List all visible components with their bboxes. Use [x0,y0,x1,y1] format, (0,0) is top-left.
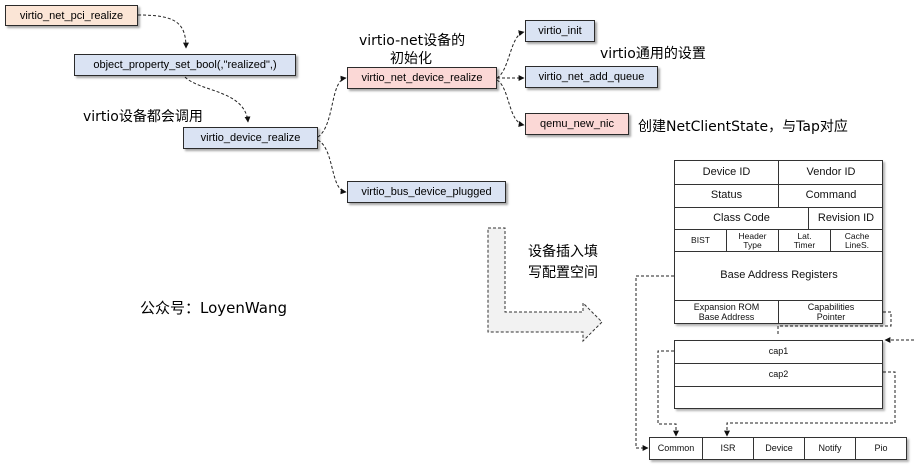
expansion-rom-label-2: Base Address [698,311,755,322]
arrow-pci-to-setbool [137,14,189,49]
virtio-device-realize-box: virtio_device_realize [183,127,318,149]
class-code-label: Class Code [713,211,770,224]
bist-cell: BIST [675,229,726,251]
header-type-label-2: Type [743,239,762,250]
status-label: Status [710,189,743,202]
watermark: 公众号：LoyenWang [140,299,287,317]
virtio-bus-device-plugged-box: virtio_bus_device_plugged [347,181,506,203]
vendor-id-cell: Vendor ID [778,161,883,184]
cache-line-cell: Cache LineS. [830,229,883,251]
virtio-init-label: virtio_init [538,25,582,37]
arrow-capptr-to-cap1 [777,311,892,334]
cap2-label: cap2 [768,369,789,380]
bar-region-notify: Notify [804,438,855,459]
virtio-device-realize-label: virtio_device_realize [200,132,301,144]
arrow-bar-to-common [635,275,674,451]
capabilities-pointer-cell: Capabilities Pointer [778,300,883,324]
note-virtio-net-init-line2: 初始化 [390,51,432,67]
lat-timer-label-2: Timer [793,239,816,250]
note-virtio-common-setup: virtio通用的设置 [600,46,706,62]
header-type-label-1: Header [738,230,767,241]
arrow-net-to-virtio-init [496,30,525,79]
qemu-new-nic-box: qemu_new_nic [525,113,629,135]
bar-region-common-label: Common [657,442,695,453]
base-address-registers-cell: Base Address Registers [675,251,883,300]
cap2-cell: cap2 [675,363,882,386]
arrow-device-to-net-device [317,75,347,138]
command-label: Command [805,189,857,202]
cap1-label: cap1 [768,346,789,357]
capabilities-pointer-label-2: Pointer [816,311,846,322]
object-property-set-bool-box: object_property_set_bool(,"realized",) [74,54,296,76]
status-cell: Status [675,184,778,207]
pci-config-space: Device ID Vendor ID Status Command Class… [674,160,883,324]
revision-id-label: Revision ID [817,211,875,224]
note-virtio-net-init-line1: virtio-net设备的 [359,33,466,49]
arrow-cap2-to-isr [724,371,896,437]
virtio-bus-device-plugged-label: virtio_bus_device_plugged [361,186,492,198]
bar-region-pio-label: Pio [874,442,888,453]
note-netclientstate: 创建NetClientState，与Tap对应 [638,119,848,135]
bist-label: BIST [691,235,710,246]
cap1-cell: cap1 [675,341,882,363]
arrow-cap1-to-common [657,350,679,437]
base-address-registers-label: Base Address Registers [720,269,838,282]
virtio-net-device-realize-label: virtio_net_device_realize [361,72,483,84]
virtio-net-pci-realize-box: virtio_net_pci_realize [5,5,138,26]
insert-arrow-icon [487,227,603,343]
lat-timer-label-1: Lat. [797,230,812,241]
bar-region-common: Common [650,438,702,459]
virtio-net-device-realize-box: virtio_net_device_realize [347,67,497,89]
bar-region-device-label: Device [765,442,793,453]
bar-region-device: Device [753,438,804,459]
virtio-net-add-queue-label: virtio_net_add_queue [538,71,645,83]
header-type-cell: Header Type [726,229,778,251]
device-id-label: Device ID [702,165,751,178]
bar-region-notify-label: Notify [818,442,842,453]
capabilities-pointer-label-1: Capabilities [807,302,855,313]
capability-list: cap1 cap2 [674,340,883,409]
command-cell: Command [778,184,883,207]
cache-line-label-2: LineS. [844,239,870,250]
arrow-net-to-qemu-new-nic [496,79,525,127]
object-property-set-bool-label: object_property_set_bool(,"realized",) [93,59,277,71]
bar-region-pio: Pio [855,438,906,459]
cap-empty-cell [675,386,882,408]
expansion-rom-cell: Expansion ROM Base Address [675,300,778,324]
virtio-init-box: virtio_init [525,20,595,42]
lat-timer-cell: Lat. Timer [778,229,830,251]
vendor-id-label: Vendor ID [806,165,856,178]
device-id-cell: Device ID [675,161,778,184]
note-virtio-common-call: virtio设备都会调用 [83,109,203,125]
bar-region-row: Common ISR Device Notify Pio [649,437,907,460]
cache-line-label-1: Cache [844,230,870,241]
note-insert-line1: 设备插入填 [528,244,598,260]
arrow-device-to-bus-plugged [317,139,347,195]
class-code-cell: Class Code [675,207,808,229]
bar-region-isr: ISR [702,438,753,459]
virtio-net-add-queue-box: virtio_net_add_queue [525,66,658,88]
revision-id-cell: Revision ID [808,207,883,229]
bar-region-isr-label: ISR [720,442,736,453]
virtio-net-pci-realize-label: virtio_net_pci_realize [19,9,124,22]
note-insert-line2: 写配置空间 [528,265,598,281]
expansion-rom-label-1: Expansion ROM [693,302,760,313]
qemu-new-nic-label: qemu_new_nic [540,118,614,130]
arrow-setbool-to-device-realize [184,76,251,123]
